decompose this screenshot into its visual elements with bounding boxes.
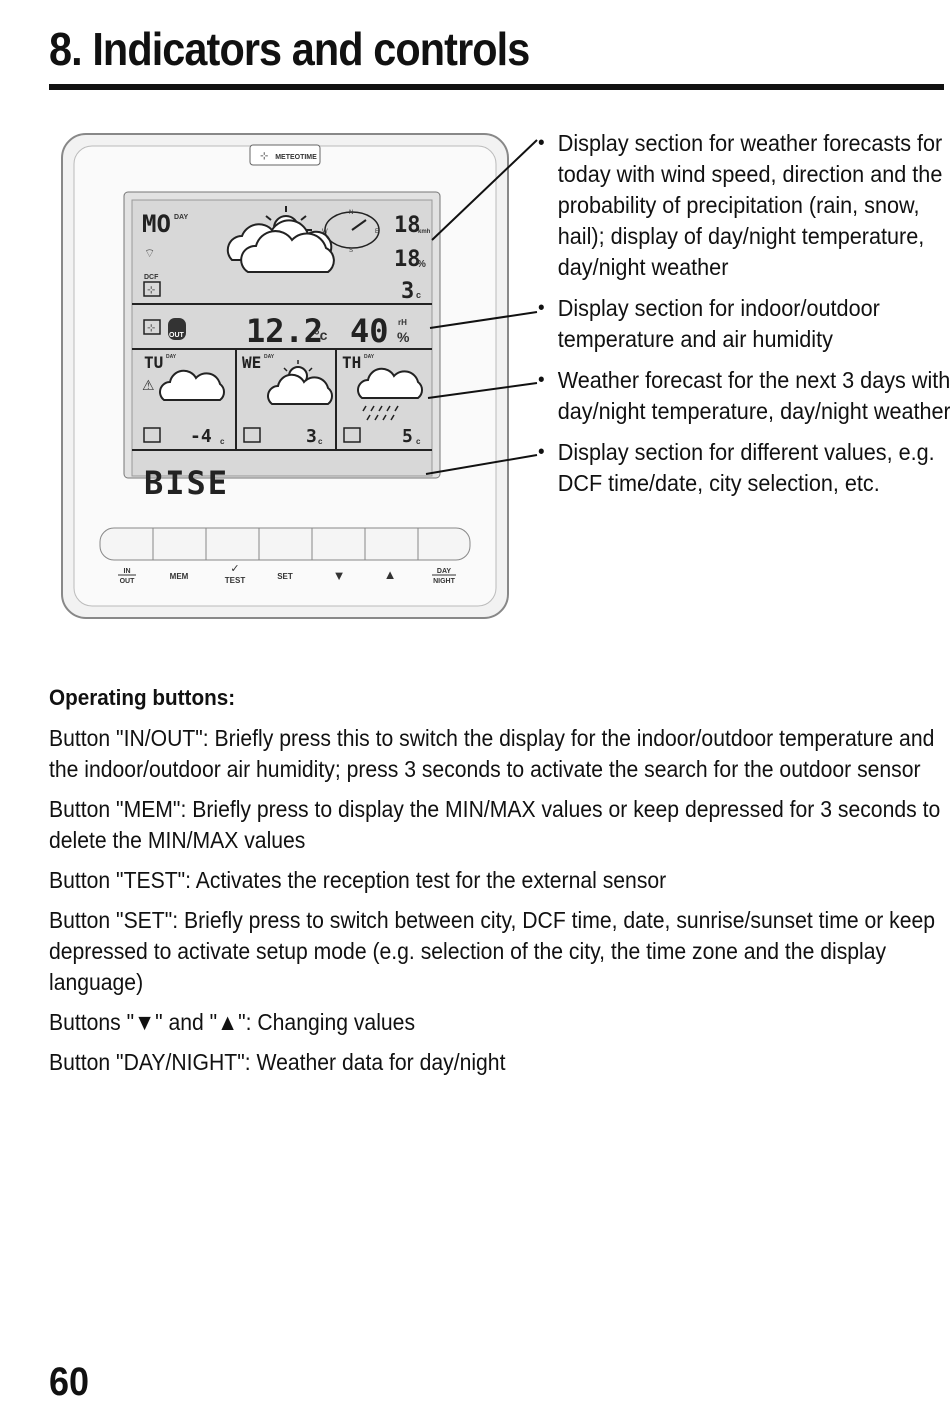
dcf-label: DCF — [144, 274, 159, 281]
button-description: Button "IN/OUT": Briefly press this to s… — [49, 725, 935, 782]
forecast-unit-1: c — [220, 437, 225, 446]
compass-s: S — [349, 248, 353, 254]
forecast-temp-1: -4 — [190, 426, 212, 447]
button-label-test: TEST — [225, 576, 246, 585]
lcd-day-sub: DAY — [174, 214, 188, 221]
title-rule — [49, 84, 944, 90]
logo-icon: ⊹ — [260, 151, 268, 162]
lcd-day: MO — [142, 210, 171, 238]
callout-item: Display section for indoor/outdoor tempe… — [538, 293, 950, 355]
forecast-day-3-sub: DAY — [364, 354, 375, 360]
forecast-unit-2: c — [318, 437, 323, 446]
button-description: Button "DAY/NIGHT": Weather data for day… — [49, 1049, 506, 1075]
weather-station-illustration: .seg { font-family:"DejaVu Sans Mono", m… — [61, 133, 509, 619]
button-label-daynight-bottom: NIGHT — [433, 578, 456, 585]
button-label-inout-bottom: OUT — [120, 578, 136, 585]
button-label-daynight-top: DAY — [437, 568, 451, 575]
top-temp-unit: c — [416, 290, 421, 300]
forecast-day-3: TH — [342, 353, 361, 372]
button-description: Buttons "▼" and "▲": Changing values — [49, 1009, 416, 1035]
button-label-up: ▲ — [384, 567, 397, 582]
page-number: 60 — [49, 1360, 90, 1404]
lcd-bottom-text: BISE — [144, 464, 229, 502]
forecast-day-2-sub: DAY — [264, 354, 275, 360]
button-label-test-check: ✓ — [230, 563, 239, 575]
wind-unit: kmh — [418, 229, 431, 235]
button-description: Button "MEM": Briefly press to display t… — [49, 796, 941, 853]
precip-value: 18 — [394, 247, 421, 272]
button-description: Button "SET": Briefly press to switch be… — [49, 907, 936, 995]
compass-n: N — [349, 210, 353, 216]
forecast-unit-3: c — [416, 437, 421, 446]
forecast-temp-2: 3 — [306, 426, 317, 447]
sensor-icon: ⊹ — [147, 323, 155, 334]
signal-icon: ⌔ — [144, 246, 155, 260]
page-title: 8. Indicators and controls — [49, 23, 530, 75]
forecast-day-2: WE — [242, 353, 261, 372]
forecast-temp-3: 5 — [402, 426, 413, 447]
current-humidity: 40 — [350, 312, 389, 350]
callout-item: Weather forecast for the next 3 days wit… — [538, 365, 950, 427]
callout-item: Display section for different values, e.… — [538, 437, 950, 499]
forecast-day-1: TU — [144, 353, 163, 372]
compass-w: W — [322, 229, 328, 235]
button-description: Button "TEST": Activates the reception t… — [49, 867, 667, 893]
top-temp: 3 — [401, 279, 414, 304]
forecast-day-1-sub: DAY — [166, 354, 177, 360]
button-label-set: SET — [277, 572, 293, 581]
humidity-unit: % — [397, 329, 410, 345]
callout-list: Display section for weather forecasts fo… — [538, 128, 950, 509]
current-temp-unit: °c — [314, 327, 328, 343]
button-label-down: ▼ — [333, 568, 346, 583]
button-label-mem: MEM — [170, 572, 189, 581]
warning-icon: ⚠ — [142, 377, 155, 393]
section-heading: Operating buttons: — [49, 685, 236, 710]
wind-speed: 18 — [394, 213, 421, 238]
button-label-inout-top: IN — [124, 568, 131, 575]
dcf-icon: ⊹ — [147, 285, 155, 296]
rain-icon — [362, 405, 399, 421]
brand-logo: METEOTIME — [275, 154, 317, 161]
callout-item: Display section for weather forecasts fo… — [538, 128, 950, 283]
precip-unit: % — [417, 259, 426, 270]
operating-buttons-section: Operating buttons: Button "IN/OUT": Brie… — [49, 683, 944, 1087]
button-bar — [99, 527, 471, 561]
out-label: OUT — [169, 332, 185, 339]
humidity-unit-top: rH — [398, 318, 407, 327]
current-temperature: 12.2 — [246, 312, 323, 350]
compass-e: E — [375, 229, 379, 235]
